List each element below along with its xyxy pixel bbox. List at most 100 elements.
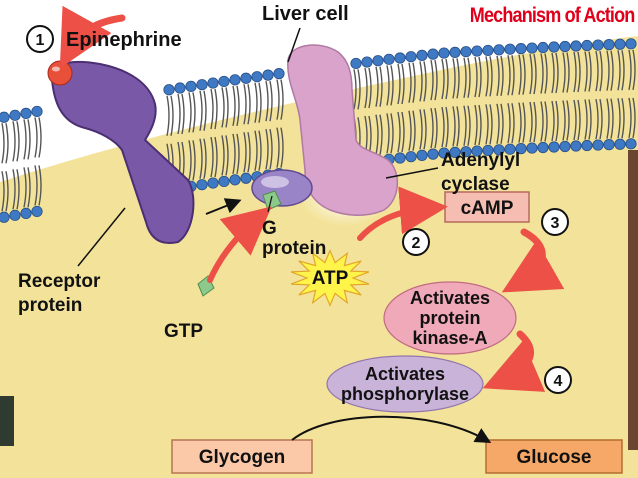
phospholipid-head [537, 141, 549, 154]
lipid-tail [529, 53, 537, 95]
phospholipid-head [449, 46, 461, 58]
lipid-tail [419, 61, 427, 102]
lipid-tail [485, 104, 493, 145]
lipid-tail [628, 97, 636, 138]
lipid-tail [562, 100, 570, 141]
lipid-tail [430, 59, 438, 101]
atp-label: ATP [312, 268, 349, 289]
lipid-tail [573, 51, 581, 93]
lipid-tail [595, 50, 603, 92]
lipid-tail [419, 109, 427, 150]
g-protein-label-line1: G [262, 218, 277, 239]
step-1-badge: 1 [26, 25, 54, 53]
phospholipid-head [460, 146, 472, 158]
phospholipid-head [416, 49, 428, 61]
phospholipid-head [482, 144, 494, 157]
phospholipid-head [526, 142, 538, 154]
lipid-tail [617, 98, 625, 139]
phospholipid-head [581, 39, 593, 52]
phospholipid-head [515, 43, 527, 55]
phosphorylase-label-line1: Activates [365, 364, 445, 384]
svg-text:4: 4 [554, 373, 563, 390]
lipid-tail [529, 101, 537, 143]
phospholipid-head [383, 53, 395, 65]
arrow-kinase-to-phosphorylase [482, 330, 546, 392]
lipid-tail [12, 169, 20, 210]
phospholipid-head [185, 80, 197, 92]
phospholipid-head [163, 84, 175, 96]
phospholipid-head [31, 205, 43, 218]
lipid-tail [188, 92, 196, 133]
phospholipid-head [174, 82, 186, 94]
lipid-tail [188, 140, 196, 181]
phosphorylase-label-line2: phosphorylase [341, 384, 469, 404]
lipid-tail [12, 121, 20, 162]
phospholipid-head [9, 209, 21, 221]
svg-text:2: 2 [412, 235, 421, 252]
lipid-tail [584, 51, 592, 92]
edge-dark-strip [0, 396, 14, 446]
lipid-tail [595, 98, 603, 140]
lipid-tail [452, 106, 460, 147]
phospholipid-head [570, 140, 582, 152]
lipid-tail [364, 67, 372, 109]
phospholipid-head [614, 38, 626, 50]
phospholipid-head [603, 139, 615, 151]
lipid-tail [518, 54, 526, 95]
lipid-tail [408, 110, 416, 151]
arrow-atp-to-camp [357, 186, 448, 241]
lipid-tail [166, 95, 174, 136]
phospholipid-head [394, 52, 406, 64]
phospholipid-head [570, 40, 582, 52]
phospholipid-head [207, 177, 219, 189]
liver-cell-leader-line [287, 27, 301, 63]
phospholipid-head [0, 111, 10, 123]
phospholipid-head [196, 79, 208, 91]
lipid-tail [562, 52, 570, 93]
phospholipid-head [449, 146, 461, 158]
phospholipid-head [20, 207, 32, 219]
gtp-label: GTP [164, 321, 203, 342]
kinase-label-line1: Activates [410, 288, 490, 308]
slide-title: Mechanism of Action [469, 4, 634, 27]
phospholipid-head [438, 47, 450, 59]
lipid-tail [573, 99, 581, 141]
glycogen-box [171, 439, 313, 474]
lipid-tail [430, 107, 438, 149]
lipid-tail [507, 55, 515, 96]
lipid-tail [276, 79, 284, 120]
phospholipid-head [592, 139, 604, 151]
edge-wood-strip [628, 150, 638, 450]
receptor-leader-line [77, 207, 126, 267]
phospholipid-head [262, 69, 274, 81]
atp-starburst-icon [290, 249, 370, 307]
phospholipid-head [427, 48, 439, 60]
g-protein-leader-line [267, 195, 273, 213]
lipid-tail [221, 135, 229, 176]
phospholipid-head [405, 151, 417, 163]
phospholipid-head [372, 55, 384, 67]
phospholipid-head [592, 39, 604, 51]
adenylyl-cyclase-protein [287, 44, 399, 216]
phospholipid-head [361, 56, 373, 68]
lipid-tail [232, 85, 240, 126]
arrow-gtp-to-g-protein [207, 206, 272, 283]
phospholipid-head [394, 152, 406, 164]
phospholipid-head [471, 145, 483, 157]
adenylyl-leader-line [385, 167, 439, 179]
lipid-tail [221, 87, 229, 128]
lipid-tail [232, 133, 240, 174]
lipid-tail [463, 105, 471, 146]
receptor-label-line2: protein [18, 295, 82, 316]
phospholipid-head [229, 74, 241, 86]
lipid-tail [243, 84, 251, 125]
lipid-tail [353, 69, 361, 110]
camp-label: cAMP [461, 198, 514, 219]
lipid-tail [518, 102, 526, 143]
glycogen-label: Glycogen [199, 447, 286, 468]
lipid-tail [474, 104, 482, 146]
lipid-tail [243, 132, 251, 173]
step-3-badge: 3 [541, 208, 569, 236]
liver-cell-label: Liver cell [262, 3, 349, 25]
